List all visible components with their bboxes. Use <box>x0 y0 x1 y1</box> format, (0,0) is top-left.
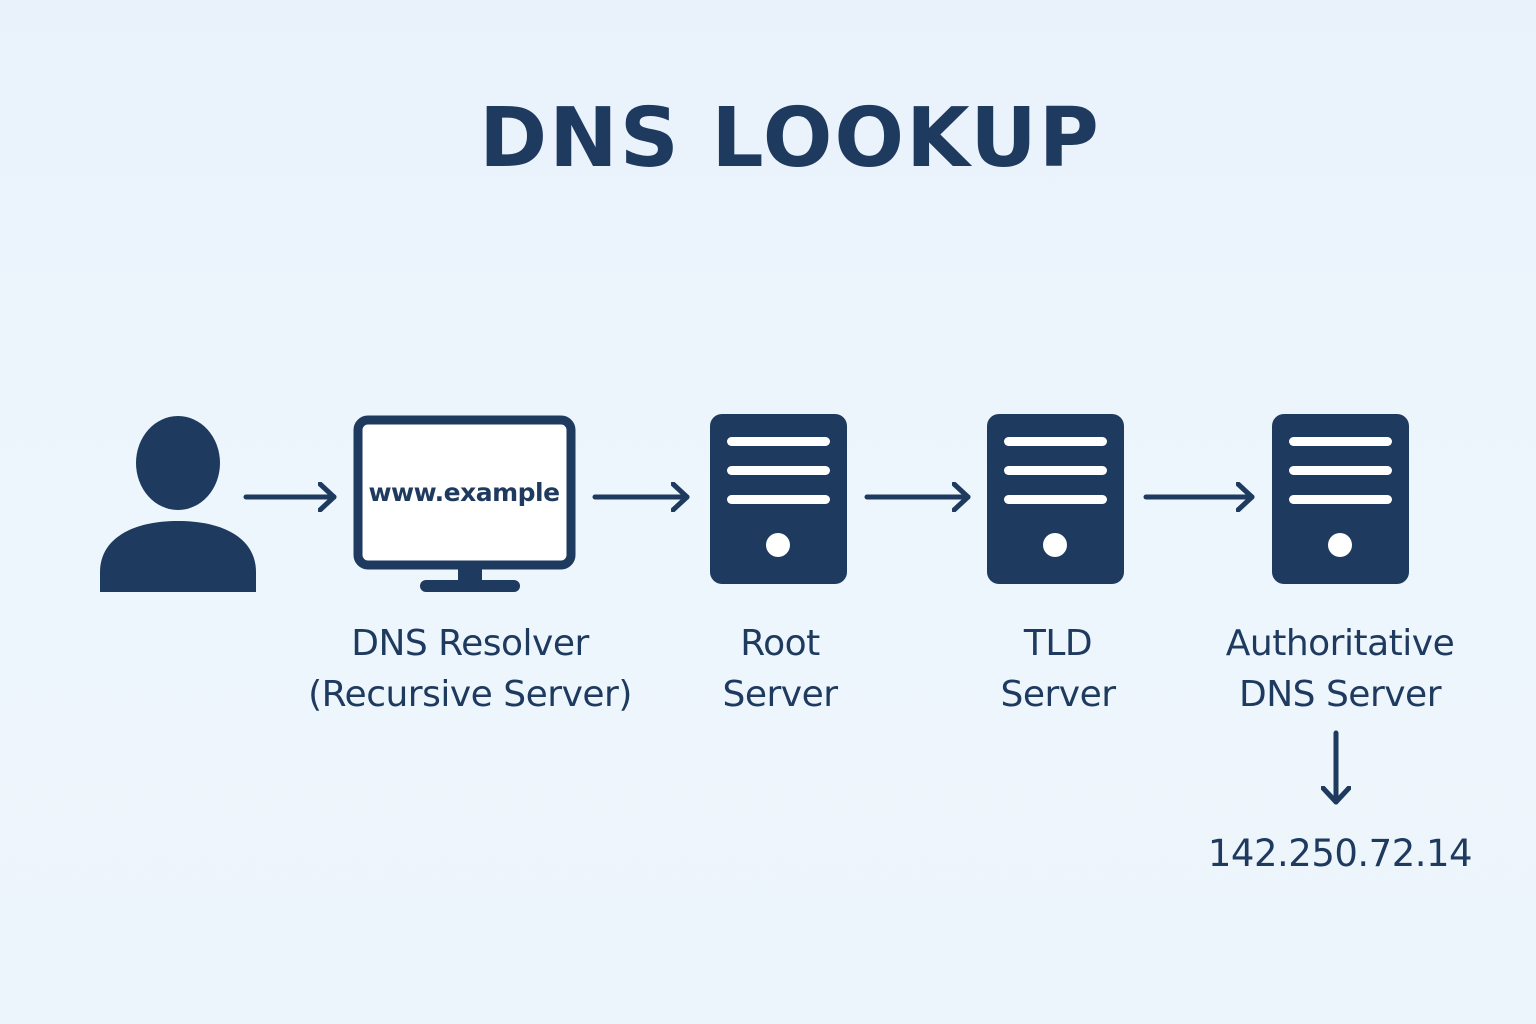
diagram-title: DNS LOOKUP <box>479 91 1101 186</box>
root-server-icon <box>710 414 847 584</box>
authoritative-server-icon <box>1272 414 1409 584</box>
tld-server-label-line2: Server <box>1000 674 1116 715</box>
resolved-ip-address: 142.250.72.14 <box>1207 832 1473 875</box>
authoritative-server-label-line2: DNS Server <box>1239 674 1442 715</box>
monitor-icon: www.example <box>353 415 576 592</box>
tld-server-label: TLD Server <box>938 618 1178 720</box>
resolver-label: DNS Resolver (Recursive Server) <box>270 618 670 720</box>
tld-server-icon <box>987 414 1124 584</box>
root-server-label-line1: Root <box>740 623 820 664</box>
monitor-screen-text: www.example <box>368 478 559 507</box>
user-icon <box>100 416 256 592</box>
resolver-label-line1: DNS Resolver <box>351 623 589 664</box>
authoritative-server-label-line1: Authoritative <box>1225 623 1455 664</box>
root-server-label-line2: Server <box>722 674 838 715</box>
authoritative-server-label: Authoritative DNS Server <box>1180 618 1500 720</box>
resolver-label-line2: (Recursive Server) <box>308 674 632 715</box>
tld-server-label-line1: TLD <box>1023 623 1093 664</box>
root-server-label: Root Server <box>660 618 900 720</box>
